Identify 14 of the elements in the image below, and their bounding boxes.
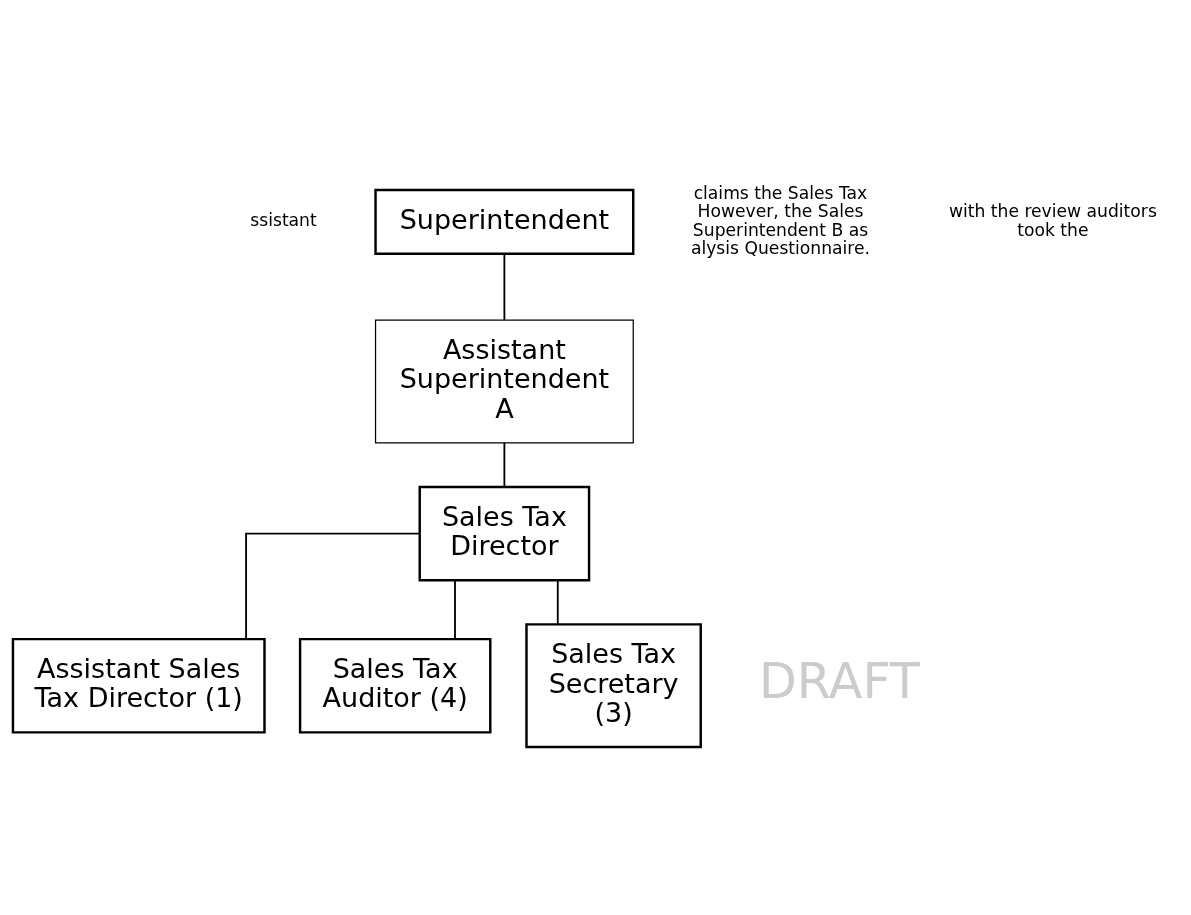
connector <box>503 441 506 488</box>
node-box: Assistant Sales Tax Director (1) <box>11 637 266 734</box>
connector <box>503 253 506 321</box>
connector <box>556 579 559 626</box>
node-box: Superintendent <box>374 188 635 256</box>
connector <box>454 579 456 640</box>
node-box: Assistant Superintendent A <box>374 319 634 444</box>
label: claims the Sales Tax However, the Sales Superintendent B as alysis Questionnaire. <box>690 182 871 259</box>
node-box: Sales Tax Secretary (3) <box>525 623 702 749</box>
node-box: Sales Tax Director <box>418 485 591 582</box>
label: ssistant <box>250 210 317 231</box>
connector <box>245 532 421 640</box>
label: with the review auditors took the <box>948 201 1157 240</box>
node-box: Sales Tax Auditor (4) <box>298 637 492 734</box>
